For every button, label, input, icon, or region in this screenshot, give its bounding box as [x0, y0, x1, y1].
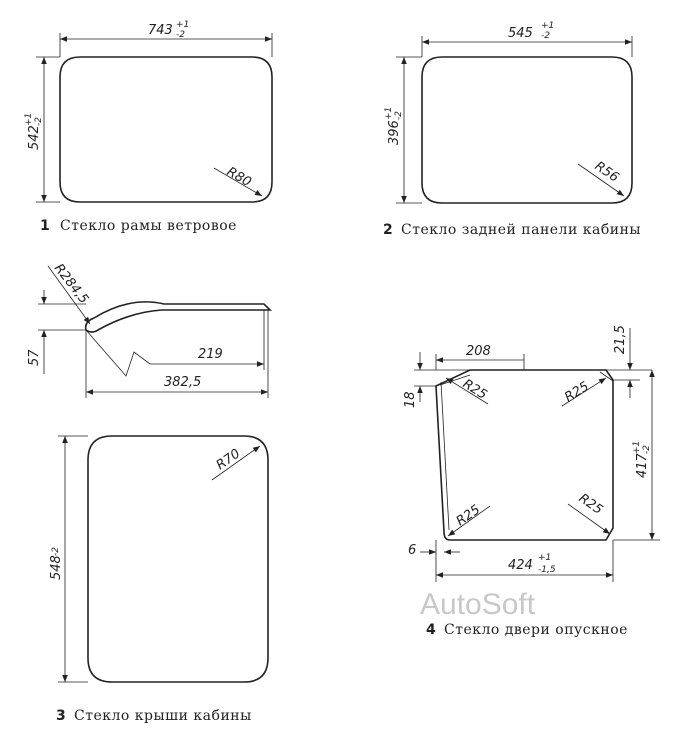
rear-panel-height: 396: [387, 120, 402, 145]
door-caption-number: 4: [426, 622, 436, 638]
roof-outline: [87, 435, 269, 683]
rear-panel-width-tol-lower: -2: [541, 31, 550, 41]
windshield-height-tol-upper: +1: [24, 113, 34, 126]
rear-panel-caption-number: 2: [383, 222, 393, 238]
rear-panel-height-tol-upper: +1: [384, 107, 394, 120]
rear-panel-height-tol-lower: -2: [394, 111, 404, 120]
windshield-outline: [59, 56, 273, 203]
windshield-height-tol-lower: -2: [34, 117, 44, 126]
part-windshield: 743 +1 -2 542 +1 -2 R80 1 Стекло рамы ве…: [24, 20, 273, 234]
roof-radius: R70: [214, 446, 244, 473]
door-caption: Стекло двери опускное: [444, 622, 628, 638]
windshield-width: 743: [148, 23, 173, 38]
door-chamfer: 18: [403, 391, 418, 408]
rear-panel-caption: Стекло задней панели кабины: [401, 222, 641, 238]
rear-panel-width: 545: [508, 26, 533, 41]
door-outline: [435, 369, 614, 541]
roof-profile-radius: R284,5: [51, 261, 91, 307]
part-rear-panel: 545 +1 -2 396 +1 -2 R56 2 Стекло задней …: [383, 21, 641, 238]
door-radius-bottom-right-leader: [567, 503, 611, 535]
windshield-radius-leader: [213, 167, 263, 197]
door-width-tol-lower: -1,5: [538, 565, 556, 575]
rear-panel-width-tol-upper: +1: [541, 21, 554, 31]
roof-profile-height: 57: [27, 349, 42, 366]
roof-profile-total-length: 382,5: [164, 375, 201, 390]
windshield-caption: Стекло рамы ветровое: [60, 218, 237, 234]
windshield-height: 542: [27, 125, 42, 150]
roof-height-tol: -2: [51, 547, 61, 556]
door-width: 424: [508, 558, 533, 573]
roof-radius-leader: [211, 445, 261, 481]
roof-height: 548: [49, 555, 64, 580]
roof-profile-radius-leader: [47, 265, 91, 325]
windshield-width-tol-lower: -2: [176, 30, 185, 40]
roof-caption: Стекло крыши кабины: [74, 708, 252, 724]
part-roof: R284,5 57 219 382,5 548 -2 R70 3 Стекло …: [27, 261, 272, 724]
windshield-radius: R80: [224, 164, 254, 190]
door-top-offset: 208: [466, 344, 491, 359]
door-radius-top-left: R25: [460, 377, 490, 403]
door-radius-top-right: R25: [562, 379, 592, 405]
rear-panel-outline: [421, 56, 633, 204]
windshield-width-tol-upper: +1: [176, 20, 189, 30]
door-radius-top-left-leader: [445, 377, 489, 405]
door-radius-bottom-left-leader: [447, 505, 491, 537]
door-top-gap: 21,5: [613, 325, 628, 354]
rear-panel-radius-leader: [577, 163, 625, 197]
door-inner-edge: [440, 381, 450, 531]
roof-profile-outline: [84, 301, 272, 333]
door-radius-bottom-left: R25: [454, 502, 484, 529]
roof-profile-inner-length: 219: [198, 347, 223, 362]
roof-break-line: [85, 329, 151, 377]
door-radius-top-right-leader: [561, 377, 607, 407]
roof-caption-number: 3: [56, 708, 66, 724]
door-bottom-offset: 6: [408, 543, 416, 558]
door-height-tol-lower: -2: [642, 445, 652, 454]
rear-panel-radius: R56: [592, 159, 622, 186]
door-height-tol-upper: +1: [632, 441, 642, 454]
part-door: 208 18 21,5 417 +1 -2 6 424 +1 -1,5: [403, 325, 660, 638]
door-radius-bottom-right: R25: [576, 491, 606, 518]
door-width-tol-upper: +1: [538, 553, 551, 563]
watermark: AutoSoft: [420, 588, 536, 621]
door-height: 417: [635, 452, 650, 478]
windshield-caption-number: 1: [40, 218, 50, 234]
